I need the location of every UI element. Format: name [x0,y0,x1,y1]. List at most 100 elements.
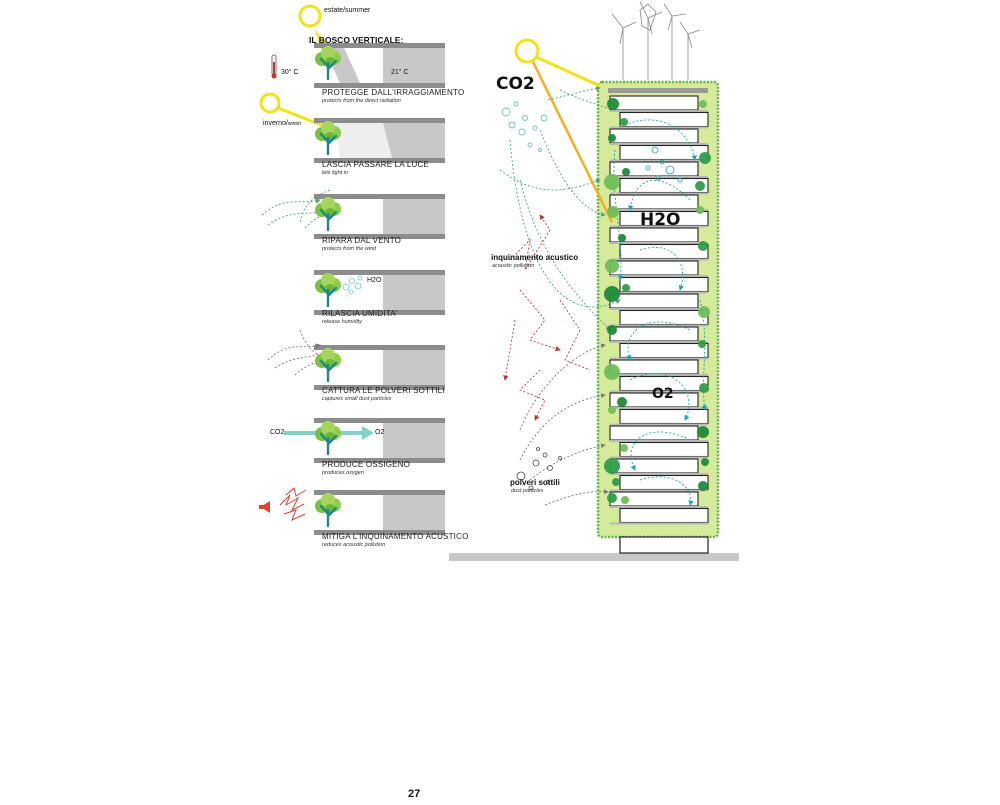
floor-unit [609,194,699,210]
tower-tree-canopy [604,286,620,302]
dust-sublabel: dust particles [511,488,544,494]
floor-unit [619,243,709,260]
tower-building [596,80,720,554]
benefit-title: MITIGA L'INQUINAMENTO ACUSTICO [322,532,469,541]
floor-unit [609,260,699,276]
floor-unit [609,95,699,111]
tower-tree-canopy [699,152,711,164]
winter-label: inverno/winter [263,120,302,127]
building-section [314,270,445,315]
floor-unit [619,276,709,293]
h2o-label: H2O [640,210,681,230]
tower-tree-canopy [607,325,617,335]
summer-label: estate/summer [324,7,371,14]
tower-tree-canopy [617,397,627,407]
tower-tree-canopy [605,259,619,273]
tree-icon [315,121,341,156]
left-trees [315,46,341,528]
floor-unit [609,326,699,342]
tower-tree-canopy [608,406,616,414]
tower-tree-canopy [622,284,630,292]
tree-icon [315,348,341,383]
building-section [314,345,445,390]
tower-tree-canopy [698,481,708,491]
benefit-title: RIPARA DAL VENTO [322,236,402,245]
benefit-title: CATTURA LE POLVERI SOTTILI [322,386,445,395]
floor-unit [619,441,709,458]
o2-small-label: O2 [375,429,385,436]
floor-unit [619,342,709,359]
tower-tree-canopy [607,493,617,503]
floor-unit [609,359,699,375]
tower-tree-canopy [612,478,620,486]
tree-icon [315,197,341,232]
megaphone-icon [259,501,270,513]
tower-tree-canopy [699,383,709,393]
floor-unit [609,293,699,309]
tower-tree-canopy [604,458,620,474]
tower-tree-canopy [620,118,628,126]
building-section [314,418,445,463]
tower-tree-canopy [607,98,619,110]
tower-tree-canopy [696,206,704,214]
roof-slab [608,88,708,93]
tower-sun-icon [514,38,614,223]
benefit-subtitle: captures small dust particles [322,396,392,402]
temp-inside: 21° C [391,69,409,76]
page-number: 27 [408,788,421,800]
benefit-title: LASCIA PASSARE LA LUCE [322,160,429,169]
dust-particles [516,447,562,491]
benefit-subtitle: protects from the wind [322,246,377,252]
noise-label: inquinamento acustico [491,253,579,262]
o2-label: O2 [652,386,674,402]
thermometer-hot-icon [271,54,277,79]
left-heading: IL BOSCO VERTICALE: [309,35,404,45]
tower-tree-canopy [608,134,616,142]
floor-unit [619,309,709,326]
tower-tree-canopy [604,364,620,380]
co2-label: CO2 [496,74,535,94]
floor-unit [609,458,699,474]
tower-tree-canopy [698,306,710,318]
dust-paths [267,329,326,376]
dust-label: polveri sottili [510,478,560,487]
floor-unit [619,474,709,491]
co2-small-label: CO2 [270,429,285,436]
benefit-subtitle: reduces acoustic pollution [322,542,386,548]
tower-tree-canopy [607,206,619,218]
tower-tree-canopy [697,426,709,438]
floor-unit [619,177,709,194]
building-section [314,194,445,239]
noise-burst-icon [279,487,307,521]
noise-sublabel: acoustic pollution [492,263,535,269]
benefit-title: PROTEGGE DALL'IRRAGGIAMENTO [322,88,465,97]
benefit-title: PRODUCE OSSIGENO [322,460,411,469]
floor-unit [619,111,709,128]
tree-icon [315,46,341,81]
benefit-subtitle: protects from the direct radiation [322,98,401,104]
tower-tree-canopy [698,241,708,251]
benefit-title: RILASCIA UMIDITA' [322,309,398,318]
benefit-subtitle: release humidity [322,319,363,325]
tower-tree-canopy [699,100,707,108]
tower-base [619,536,709,554]
floor-unit [619,408,709,425]
tree-icon [315,493,341,528]
tree-icon [315,421,341,456]
benefit-subtitle: lets light in [322,170,348,176]
vapor-bubbles [645,146,683,183]
tower-trees [604,98,711,504]
tree-icon [315,273,341,308]
building-sections [314,43,445,535]
ground-line [449,553,739,561]
benefit-subtitle: produces oxygen [322,470,364,476]
h2o-small-label: H2O [367,277,382,284]
tower-tree-canopy [618,234,626,242]
tower-tree-canopy [621,496,629,504]
building-section [314,43,445,88]
building-section [314,490,445,535]
floor-unit [609,128,699,144]
noise-lines [503,214,591,421]
